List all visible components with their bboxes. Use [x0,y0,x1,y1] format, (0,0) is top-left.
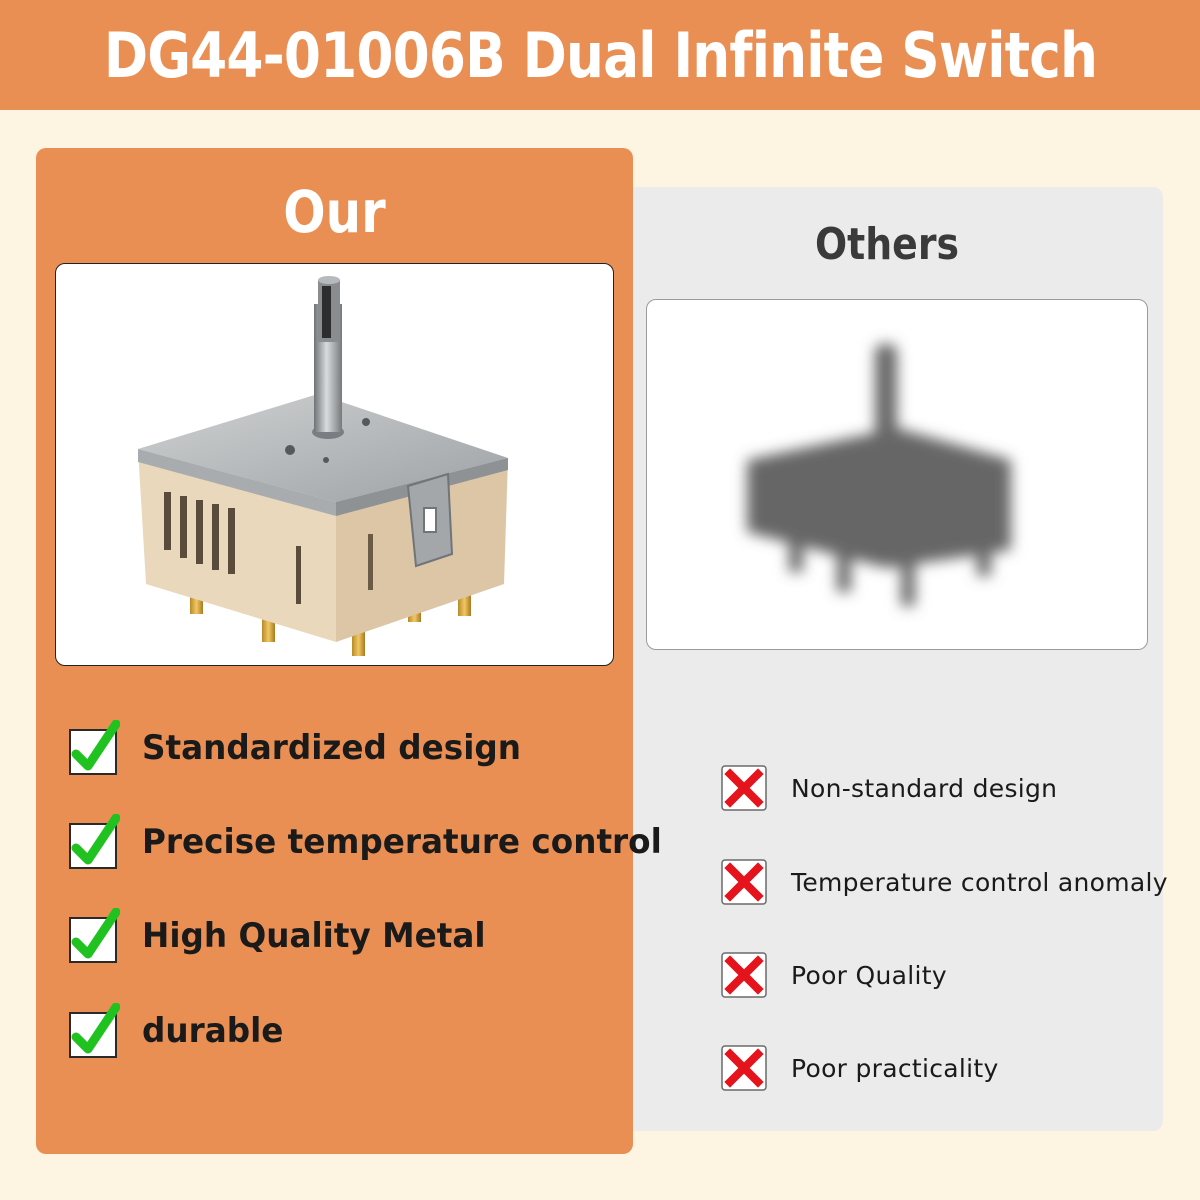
drawback-label: Poor practicality [791,1053,999,1083]
title-banner: DG44-01006B Dual Infinite Switch [0,0,1200,110]
red-x-icon [721,1045,767,1091]
feature-label: Precise temperature control [142,822,662,862]
drawback-item: Non-standard design [721,764,1057,812]
others-panel: Others [633,187,1163,1131]
feature-label: Standardized design [142,728,522,768]
feature-item: Standardized design [68,718,537,778]
page-title: DG44-01006B Dual Infinite Switch [103,18,1097,92]
others-panel-title: Others [814,219,960,270]
feature-item: High Quality Metal [68,906,500,966]
drawback-item: Poor practicality [721,1044,999,1092]
red-x-icon [721,952,767,998]
feature-item: Precise temperature control [68,812,683,872]
our-product-panel: Our [36,148,633,1154]
drawback-label: Non-standard design [791,773,1058,803]
blurred-switch-silhouette [747,344,1011,606]
feature-label: High Quality Metal [142,916,486,956]
green-check-icon [68,908,120,964]
others-product-photo [646,299,1148,650]
feature-item: durable [68,1001,289,1061]
green-check-icon [68,814,120,870]
our-product-photo [55,263,614,666]
feature-label: durable [142,1011,284,1051]
green-check-icon [68,720,120,776]
red-x-icon [721,765,767,811]
switch-illustration [138,276,508,656]
drawback-label: Poor Quality [791,960,947,990]
our-panel-title: Our [283,178,386,246]
red-x-icon [721,859,767,905]
drawback-item: Poor Quality [721,951,947,999]
green-check-icon [68,1003,120,1059]
drawback-label: Temperature control anomaly [791,867,1168,897]
drawback-item: Temperature control anomaly [721,858,1168,906]
